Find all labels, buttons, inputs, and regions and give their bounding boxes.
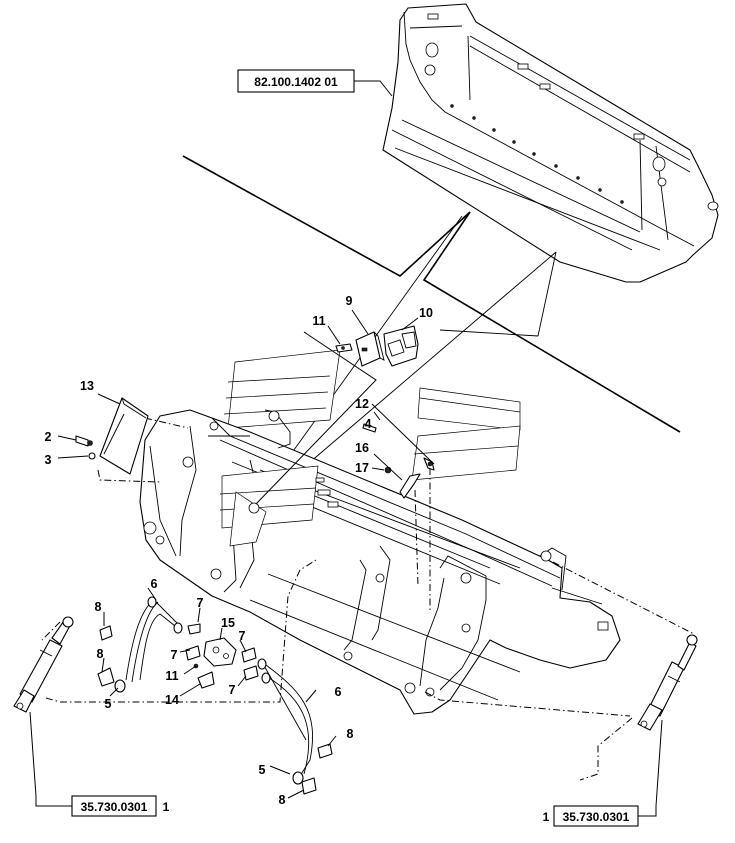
callout-8-b: 8 bbox=[97, 647, 104, 661]
callout-2: 2 bbox=[45, 430, 52, 444]
callout-9: 9 bbox=[346, 294, 353, 308]
callout-7-a: 7 bbox=[197, 596, 204, 610]
break-lines bbox=[182, 155, 681, 433]
fitting-7a bbox=[187, 623, 201, 635]
callout-8-a: 8 bbox=[95, 600, 102, 614]
part-16 bbox=[399, 473, 421, 499]
bucket-reference-code: 82.100.1402 01 bbox=[254, 75, 338, 89]
callout-5-left: 5 bbox=[105, 697, 112, 711]
assembly-dash-lines bbox=[41, 417, 695, 781]
callout-8-d: 8 bbox=[279, 793, 286, 807]
hoses-right bbox=[257, 658, 314, 785]
callout-6-right: 6 bbox=[335, 685, 342, 699]
part-4-bolt bbox=[362, 423, 377, 433]
callout-numbers: 9 10 11 13 2 3 12 4 16 17 6 7 8 15 8 7 7… bbox=[45, 294, 433, 807]
fitting-8c bbox=[317, 743, 333, 759]
fittings bbox=[97, 623, 333, 795]
callout-11-lower: 11 bbox=[165, 669, 178, 683]
callout-15: 15 bbox=[221, 616, 235, 630]
callout-7-c: 7 bbox=[239, 629, 246, 643]
callout-7-b: 7 bbox=[171, 648, 178, 662]
lower-bucket-frame bbox=[139, 349, 621, 715]
part-3-washer bbox=[88, 452, 96, 460]
part-13 bbox=[99, 397, 149, 475]
fitting-7b bbox=[185, 645, 201, 661]
bucket-reference: 82.100.1402 01 bbox=[237, 69, 393, 97]
callout-5-right: 5 bbox=[259, 763, 266, 777]
cylinder-left bbox=[13, 616, 74, 713]
callout-17: 17 bbox=[355, 461, 369, 475]
fitting-8b bbox=[97, 667, 115, 687]
cylinder-right-reference: 35.730.0301 1 bbox=[543, 805, 657, 827]
leader-lines bbox=[29, 309, 663, 807]
part-17-nut bbox=[384, 466, 392, 474]
part-12-bolt bbox=[423, 457, 435, 471]
part-2-bolt bbox=[75, 435, 93, 447]
cylinder-right-qty: 1 bbox=[543, 810, 550, 824]
cylinder-left-code: 35.730.0301 bbox=[81, 800, 148, 814]
part-10 bbox=[383, 325, 419, 367]
bucket bbox=[382, 3, 719, 283]
valve-block-15 bbox=[203, 637, 237, 667]
callout-4: 4 bbox=[365, 417, 372, 431]
fitting-8a bbox=[99, 625, 113, 641]
callout-13: 13 bbox=[80, 379, 94, 393]
fitting-8d bbox=[301, 777, 317, 795]
fitting-7c bbox=[241, 647, 257, 663]
cylinder-right bbox=[637, 634, 698, 731]
callout-16: 16 bbox=[355, 441, 369, 455]
hoses-left bbox=[114, 596, 183, 693]
callout-10: 10 bbox=[419, 306, 433, 320]
callout-6-left: 6 bbox=[151, 577, 158, 591]
fitting-14 bbox=[197, 671, 215, 689]
cylinder-left-reference: 35.730.0301 1 bbox=[35, 795, 170, 817]
callout-12: 12 bbox=[355, 397, 369, 411]
callout-8-c: 8 bbox=[347, 727, 354, 741]
fitting-7d bbox=[243, 665, 259, 681]
callout-14: 14 bbox=[165, 693, 179, 707]
part-11-upper bbox=[335, 343, 353, 353]
cylinder-right-code: 35.730.0301 bbox=[563, 810, 630, 824]
cylinder-left-qty: 1 bbox=[163, 800, 170, 814]
callout-7-d: 7 bbox=[229, 683, 236, 697]
callout-11-upper: 11 bbox=[312, 314, 325, 328]
part-9 bbox=[355, 331, 385, 367]
callout-3: 3 bbox=[45, 453, 52, 467]
